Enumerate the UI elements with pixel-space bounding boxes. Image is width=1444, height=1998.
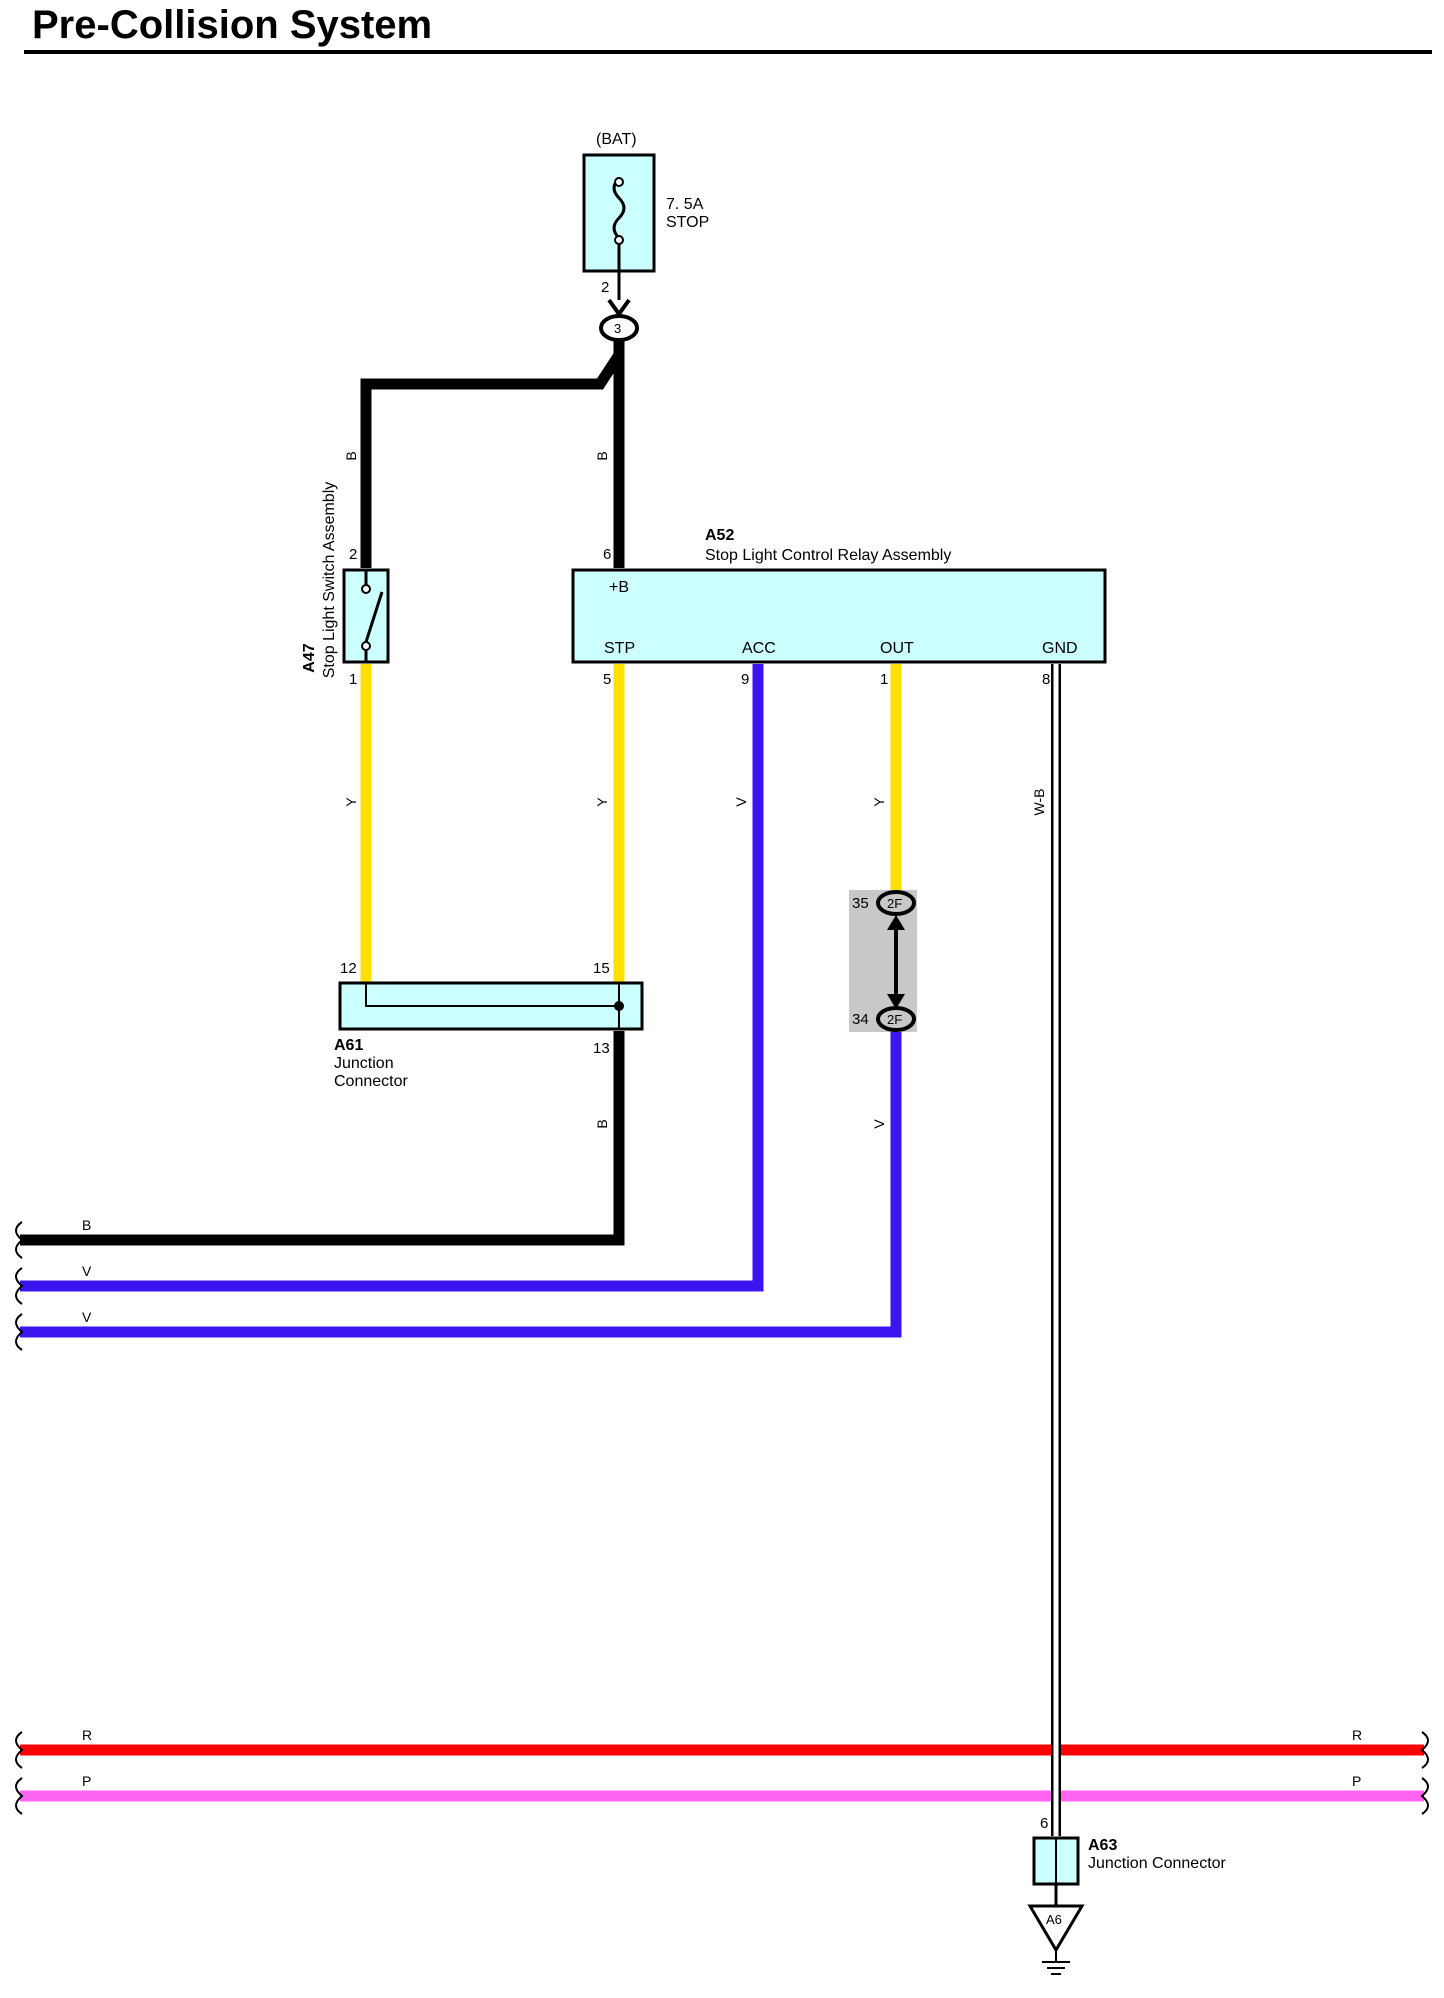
continuation-bracket-r-left [15, 1731, 24, 1769]
a63-name: Junction Connector [1088, 1855, 1227, 1872]
a52-pin-out: 1 [880, 671, 888, 688]
ground-point-icon [1027, 1904, 1085, 1953]
conn-2f-pin-bottom: 34 [852, 1011, 869, 1028]
wire-v-out [20, 1030, 902, 1338]
junction-3-label: 3 [614, 321, 621, 336]
a47-id: A47 [301, 643, 318, 672]
a61-pin-left: 12 [340, 960, 357, 977]
wire-code-r-left: R [82, 1727, 92, 1743]
wire-code-r-right: R [1352, 1727, 1362, 1743]
a61-id: A61 [334, 1037, 363, 1054]
a52-relay-box [571, 568, 1107, 664]
wire-code-y-a47: Y [343, 797, 359, 807]
a63-id: A63 [1088, 1837, 1117, 1854]
conn-2f-top-label: 2F [887, 896, 902, 911]
conn-2f-pin-top: 35 [852, 895, 869, 912]
wire-code-v-left-bus-1: V [82, 1263, 92, 1279]
a52-term-out: OUT [880, 640, 914, 657]
page-title: Pre-Collision System [32, 3, 432, 47]
ground-point-label: A6 [1046, 1912, 1062, 1927]
wire-b-a61-out [20, 1031, 625, 1246]
wire-code-v-acc: V [733, 797, 749, 807]
conn-2f-arrow-down-icon [887, 994, 905, 1009]
wire-code-y-stp: Y [594, 797, 610, 807]
wire-code-b-a61: B [594, 1119, 610, 1128]
a47-pin-bottom: 1 [349, 671, 357, 688]
a47-name: Stop Light Switch Assembly [321, 482, 338, 679]
fuse-pin: 2 [601, 279, 609, 296]
wire-code-p-right: P [1352, 1773, 1361, 1789]
fuse-icon [612, 176, 626, 240]
continuation-bracket-b [15, 1221, 24, 1259]
fuse-name: STOP [666, 214, 709, 231]
a61-line1: Junction [334, 1055, 394, 1072]
wire-code-b-left-bus: B [82, 1217, 91, 1233]
wire-code-v-left-bus-2: V [82, 1309, 92, 1325]
a61-internal-bus [365, 983, 620, 1007]
conn-2f-top-icon [876, 890, 916, 916]
wire-code-wb: W-B [1031, 789, 1047, 816]
continuation-bracket-v2 [15, 1313, 24, 1351]
continuation-bracket-p-left [15, 1777, 24, 1815]
a47-contact-bottom [361, 641, 371, 651]
wire-code-p-left: P [82, 1773, 91, 1789]
fuse-rating: 7. 5A [666, 196, 704, 213]
a52-pin-gnd: 8 [1042, 671, 1050, 688]
a47-switch-icon [364, 591, 384, 643]
a63-pin: 6 [1040, 1815, 1048, 1832]
a61-line2: Connector [334, 1073, 408, 1090]
a47-contact-top [361, 584, 371, 594]
fuse-connector-arrow [607, 298, 631, 318]
a52-name: Stop Light Control Relay Assembly [705, 547, 951, 564]
a52-pin-stp: 5 [603, 671, 611, 688]
a61-pin-bottom: 13 [593, 1040, 610, 1057]
wire-b-branch [360, 351, 624, 568]
continuation-bracket-r-right [1420, 1731, 1429, 1769]
a52-term-stp: STP [604, 640, 635, 657]
wire-v-acc [20, 664, 764, 1292]
wire-code-y-out: Y [871, 797, 887, 807]
wire-code-b-right: B [594, 451, 610, 460]
a47-pin-top: 2 [349, 546, 357, 563]
a52-pin-b: 6 [603, 546, 611, 563]
a52-pin-acc: 9 [741, 671, 749, 688]
conn-2f-bottom-label: 2F [887, 1012, 902, 1027]
continuation-bracket-v1 [15, 1267, 24, 1305]
fuse-terminal-top [614, 177, 624, 187]
fuse-terminal-bottom [614, 235, 624, 245]
fuse-source-label: (BAT) [596, 131, 637, 148]
continuation-bracket-p-right [1420, 1777, 1429, 1815]
wire-code-b-left: B [343, 451, 359, 460]
a52-term-b: +B [609, 579, 629, 596]
a52-term-acc: ACC [742, 640, 776, 657]
a61-pin-right: 15 [593, 960, 610, 977]
a52-term-gnd: GND [1042, 640, 1078, 657]
a52-id: A52 [705, 527, 734, 544]
wire-code-v-out: V [871, 1119, 887, 1129]
conn-2f-arrow-up-icon [887, 915, 905, 930]
conn-2f-bottom-icon [876, 1006, 916, 1032]
